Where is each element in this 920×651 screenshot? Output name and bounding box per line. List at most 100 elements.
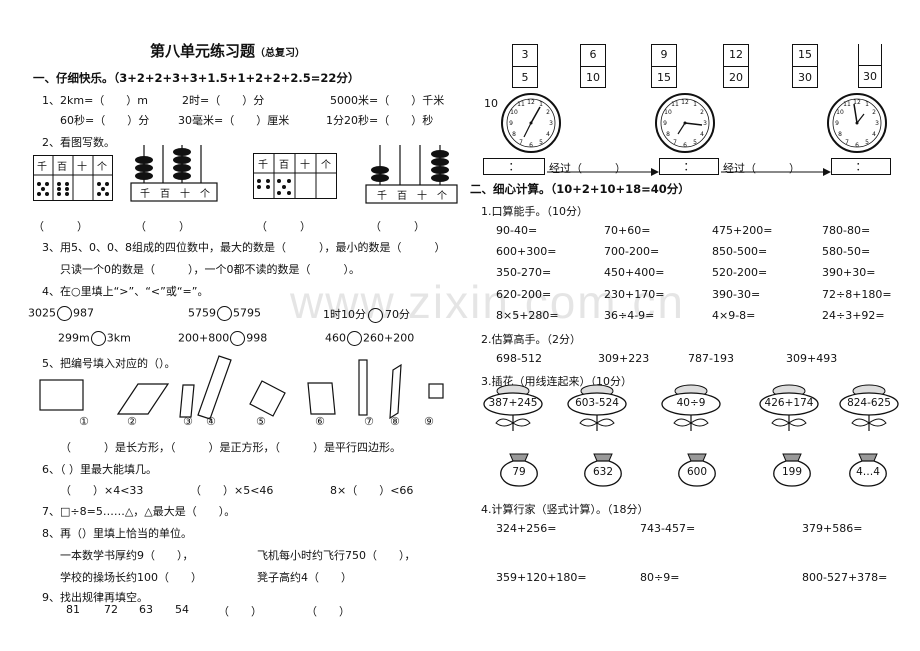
compare-circle[interactable] (230, 331, 246, 346)
vase-4[interactable]: 199 (770, 452, 814, 488)
fraction-top: 15 (793, 45, 817, 67)
vase-2[interactable]: 632 (581, 452, 625, 488)
flower-2[interactable]: 603-524 (566, 383, 628, 433)
abacus-a: 千 百 十 个 (130, 143, 220, 203)
oral-2-2: 520-200= (712, 266, 768, 279)
header-ge-b: 个 (321, 160, 331, 171)
q4-r1-a: 3025 987 (28, 306, 94, 321)
fraction-bottom: 15 (657, 71, 671, 84)
q1-row2-a: 60秒=（ ）分 (60, 114, 150, 127)
svg-text:4: 4 (872, 131, 876, 138)
q4-right: 5795 (233, 306, 261, 320)
answer-blank-2[interactable]: （ ） (135, 220, 190, 233)
header-bai-b: 百 (279, 160, 289, 171)
place-value-grid-a (33, 155, 113, 201)
q8-r2-b: 凳子高约4（ ） (257, 571, 352, 584)
q4-right: 260+200 (363, 331, 415, 345)
estimate-3: 787-193 (688, 352, 734, 365)
q8-r1-a: 一本数学书厚约9（ ）， (60, 549, 194, 562)
svg-text:3: 3 (549, 120, 553, 127)
oral-1-1: 700-200= (604, 245, 660, 258)
svg-text:11: 11 (517, 101, 525, 108)
q9-label: 9、找出规律再填空。 (42, 591, 148, 604)
vase-5[interactable]: 4…4 (846, 452, 890, 488)
shape-number-8: ⑧ (390, 415, 400, 428)
svg-text:9: 9 (663, 120, 667, 127)
svg-text:5: 5 (693, 139, 697, 146)
svg-text:5: 5 (865, 139, 869, 146)
oral-2-0: 350-270= (496, 266, 552, 279)
svg-text:7: 7 (519, 139, 523, 146)
abacus-b-base-label: 千 百 十 个 (377, 191, 447, 202)
time-box-2[interactable]: ： (659, 158, 719, 175)
part2-heading: 二、细心计算。（10+2+10+18=40分） (470, 182, 690, 196)
fraction-bottom-30: 30 (863, 70, 877, 83)
answer-blank-1[interactable]: （ ） (33, 220, 88, 233)
vase-icon (678, 453, 716, 487)
svg-text:8: 8 (838, 131, 842, 138)
fraction-bottom: 5 (521, 71, 529, 84)
oral-1-3: 580-50= (822, 245, 871, 258)
svg-text:8: 8 (666, 131, 670, 138)
vase-value: 199 (781, 466, 803, 478)
svg-text:2: 2 (700, 109, 704, 116)
shape-6-quad (307, 382, 336, 415)
header-qian: 千 (37, 162, 47, 173)
vase-3[interactable]: 600 (675, 452, 719, 488)
fraction-bottom: 20 (729, 71, 743, 84)
flower-4[interactable]: 426+174 (758, 383, 820, 433)
q4-right: 987 (73, 306, 94, 320)
vase-value: 632 (592, 466, 614, 478)
q9-seq-5[interactable]: （ ） (218, 605, 262, 618)
arrow-head-icon (651, 168, 659, 176)
answer-blank-4[interactable]: （ ） (370, 220, 425, 233)
q2-label: 2、看图写数。 (42, 136, 115, 149)
vase-icon (500, 453, 538, 487)
answer-blank-3[interactable]: （ ） (256, 220, 311, 233)
compare-circle[interactable] (347, 331, 362, 346)
time-box-3[interactable]: ： (831, 158, 891, 175)
oral-0-0: 90-40= (496, 224, 538, 237)
estimate-4: 309+493 (786, 352, 838, 365)
fraction-bottom: 30 (798, 71, 812, 84)
shape-number-2: ② (127, 415, 137, 428)
vertical-calc-3: 379+586= (802, 522, 863, 535)
flower-icon (839, 384, 899, 431)
place-value-table-b: 千 百 十 个 (253, 153, 337, 199)
compare-circle[interactable] (368, 307, 383, 323)
fraction-box-6: 30 (858, 44, 882, 88)
fraction-top: 9 (652, 45, 676, 67)
q9-seq-6[interactable]: （ ） (306, 605, 350, 618)
page-title: 第八单元练习题（总复习） (150, 42, 306, 60)
vertical-calc-1: 324+256= (496, 522, 557, 535)
q6-item-3: 8×（ ）<66 (330, 484, 414, 497)
flower-1[interactable]: 387+245 (482, 383, 544, 433)
shape-number-7: ⑦ (364, 415, 374, 428)
fraction-top: 6 (581, 45, 605, 67)
q6-item-2: （ ）×5<46 (190, 484, 274, 497)
flower-3[interactable]: 40÷9 (660, 383, 722, 433)
vase-value: 600 (686, 466, 708, 478)
vase-icon (584, 453, 622, 487)
q8-r1-b: 飞机每小时约飞行750（ ）， (257, 549, 416, 562)
vase-1[interactable]: 79 (497, 452, 541, 488)
svg-text:6: 6 (855, 142, 859, 149)
header-ge: 个 (97, 162, 107, 173)
q4-left: 3025 (28, 306, 56, 320)
q4-label: 4、在○里填上“>”、“<”或“=”。 (42, 285, 209, 298)
compare-circle[interactable] (57, 306, 72, 321)
svg-text:10: 10 (664, 109, 672, 116)
watermark: www.zixin.com.cn (290, 276, 685, 328)
q1-row1-a: 2km=（ ）m (60, 94, 149, 107)
vertical-calc-6: 800-527+378= (802, 571, 888, 584)
oral-3-0: 620-200= (496, 288, 552, 301)
compare-circle[interactable] (90, 331, 106, 346)
compare-circle[interactable] (217, 306, 232, 321)
shape-number-9: ⑨ (424, 415, 434, 428)
svg-text:6: 6 (529, 142, 533, 149)
time-box-1[interactable]: ： (483, 158, 545, 175)
flower-5[interactable]: 824-625 (838, 383, 900, 433)
